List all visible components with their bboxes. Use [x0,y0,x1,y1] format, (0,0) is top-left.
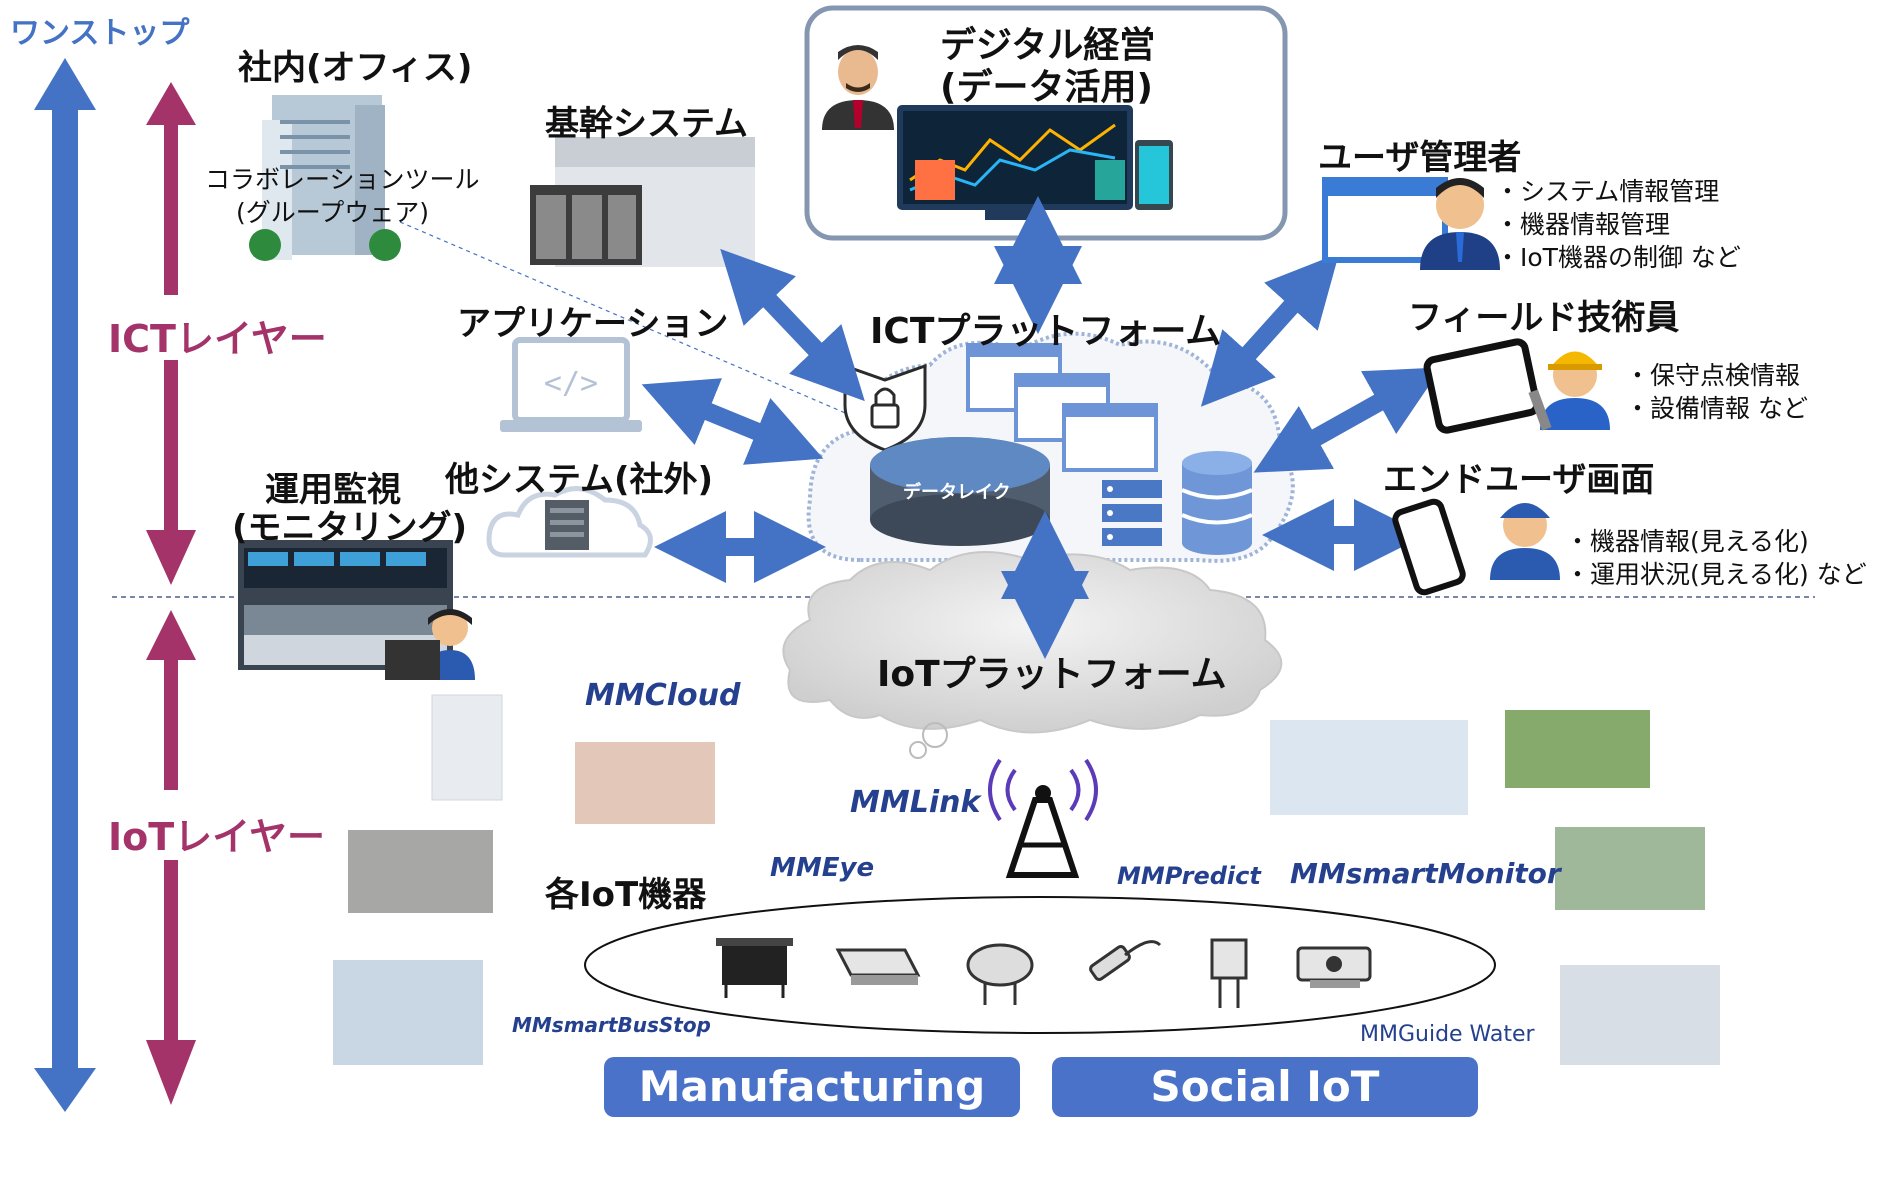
user-admin-item-1: ・システム情報管理 [1495,177,1720,206]
iot-layer-arrow [146,610,196,1105]
farm-photo [1505,710,1650,788]
monitoring-title-line1: 運用監視 [265,470,401,510]
end-user-title: エンドユーザ画面 [1383,460,1655,500]
iot-platform-title: IoTプラットフォーム [877,654,1227,695]
device-gateway-icon [835,948,921,985]
admin-window-icon [1322,177,1448,263]
iot-devices-title: 各IoT機器 [545,875,707,915]
office-building-icon [249,95,401,261]
executive-icon [822,45,894,130]
onestop-label: ワンストップ [10,16,190,51]
warehouse-photo [575,742,715,824]
onestop-arrow [34,58,96,1112]
monitor-dashboard-icon [897,105,1173,220]
application-laptop-icon: </> [500,337,642,432]
user-admin-item-2: ・機器情報管理 [1495,210,1671,239]
field-engineer-item-1: ・保守点検情報 [1625,361,1801,390]
monitoring-title-line2: (モニタリング) [232,508,468,548]
device-board-icon [716,938,793,998]
greenhouse-photo [1555,827,1705,910]
mmlink-logo: MMLink [850,785,981,820]
mmcloud-logo: MMCloud [585,678,741,713]
office-desc-line1: コラボレーションツール [205,165,480,194]
core-system-title: 基幹システム [545,104,748,144]
factory-3d-photo [333,960,483,1065]
data-lake-label: データレイク [903,482,1011,503]
database-icon [1181,451,1253,555]
end-user-item-1: ・機器情報(見える化) [1565,527,1809,556]
device-camera-icon [1296,946,1372,988]
iot-cloud [782,551,1283,734]
social-iot-button[interactable]: Social IoT [1052,1057,1478,1117]
device-thermo-icon [1210,938,1248,1008]
data-lake-icon [870,437,1050,546]
antenna-tower-icon [988,758,1098,878]
ict-layer-label: ICTレイヤー [108,317,327,361]
application-title: アプリケーション [457,304,729,344]
core-system-server-icon [530,137,755,267]
mmguidewater-logo: MMGuide Water [1360,1022,1535,1047]
ict-layer-arrow [146,82,196,585]
enduser-person-icon [1490,503,1560,580]
user-admin-title: ユーザ管理者 [1318,138,1522,178]
diagram-canvas: </> [34,5,1815,1112]
office-title: 社内(オフィス) [238,48,473,88]
arrow-core-system [720,248,865,402]
office-desc-line2: (グループウェア) [236,198,430,227]
warehouse-3d-photo [1560,965,1720,1065]
mmeye-logo: MMEye [770,853,875,883]
datacenter-building-photo [1270,720,1468,815]
app-windows-icon [966,343,1158,472]
device-sensor-round-icon [966,943,1034,1005]
other-system-cloud-icon [486,486,653,558]
arrow-field-engineer [1253,367,1442,473]
factory-photo [348,830,493,913]
field-engineer-title: フィールド技術員 [1408,298,1680,338]
field-engineer-item-2: ・設備情報 など [1625,394,1808,423]
ict-platform-title: ICTプラットフォーム [870,311,1222,352]
server-rack-icon [1102,480,1162,546]
svg-text:</>: </> [544,366,598,401]
iot-devices-ellipse [584,896,1496,1034]
admin-person-icon [1420,178,1500,270]
iot-layer-label: IoTレイヤー [108,815,326,859]
iot-cloud-dots [909,722,948,759]
end-user-item-2: ・運用状況(見える化) など [1565,560,1867,589]
other-system-title: 他システム(社外) [445,460,714,500]
management-title-line1: デジタル経営 [940,25,1156,66]
mmpredict-logo: MMPredict [1117,862,1261,890]
arrow-application [641,378,824,465]
field-worker-icon [1528,351,1610,431]
manufacturing-iot-button[interactable]: Manufacturing IoT [604,1057,1020,1171]
enduser-phone-icon [1392,498,1466,596]
mmsmartbusstop-logo: MMsmartBusStop [512,1013,711,1037]
mmsmartmonitor-logo: MMsmartMonitor [1290,857,1561,890]
user-admin-item-3: ・IoT機器の制御 など [1495,243,1741,272]
building-white-photo [431,694,503,801]
field-tablet-icon [1423,338,1541,434]
management-title-line2: (データ活用) [940,67,1153,108]
monitoring-room-icon [238,540,475,680]
device-probe-icon [1089,940,1162,981]
arrow-user-admin [1200,253,1340,407]
